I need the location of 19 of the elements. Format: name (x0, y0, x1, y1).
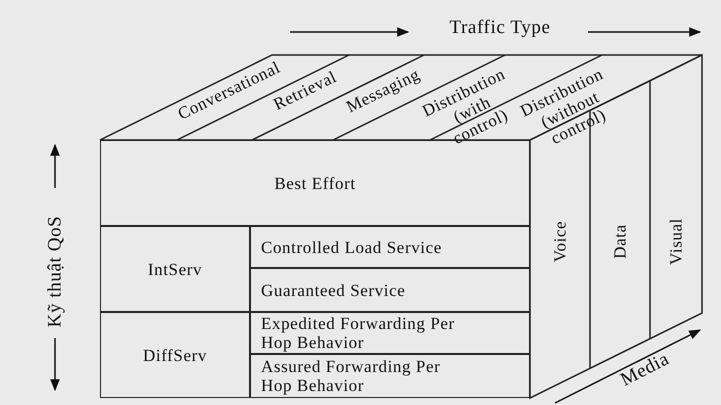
table-cell (100, 226, 250, 312)
cell-text: IntServ (148, 260, 202, 278)
cell-text: Assured Forwarding Per Hop Behavior (260, 357, 442, 395)
table-cell (250, 354, 530, 398)
axis-label: Kỹ thuật QoS (46, 214, 64, 330)
axis-label: Traffic Type (448, 18, 552, 37)
row-header: Voice (550, 216, 570, 266)
table-cell (250, 226, 530, 268)
cell-text: Best Effort (274, 174, 356, 192)
cell-text: DiffServ (143, 346, 207, 364)
table-cell (250, 312, 530, 354)
row-header: Visual (666, 216, 686, 266)
row-header: Data (610, 216, 630, 266)
table-cell (250, 268, 530, 312)
cell-text: Guaranteed Service (260, 280, 406, 300)
table-cell (100, 312, 250, 398)
cell-text: Controlled Load Service (260, 238, 443, 256)
axis-label: Media (616, 347, 674, 393)
cell-text: Expedited Forwarding Per Hop Behavior (260, 314, 456, 352)
